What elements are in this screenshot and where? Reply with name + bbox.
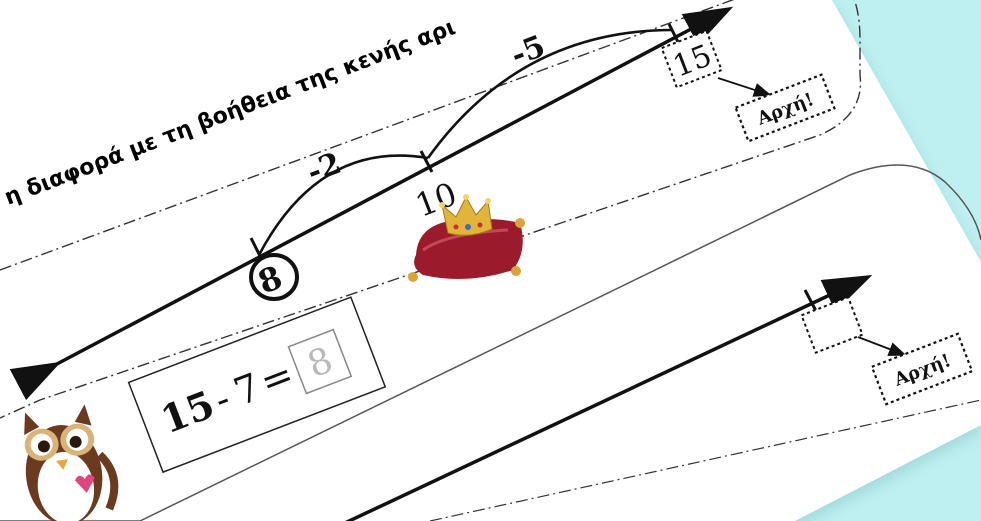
tick-8 (249, 237, 264, 261)
start-pointer-arrow-top (717, 77, 772, 97)
marker-8-circle (249, 253, 299, 301)
start-label-box-top (734, 73, 836, 143)
equation-box: 15 - 7 = 8 (127, 296, 387, 474)
start-label-box-bottom (870, 332, 974, 406)
bottom-panel-border (0, 164, 981, 521)
crown-on-pillow-icon (408, 194, 525, 282)
bottom-number-line-axis (345, 275, 873, 521)
jump-arc-small (257, 154, 429, 256)
tick-10 (419, 150, 434, 173)
start-pointer-arrow-bottom (857, 336, 907, 356)
top-number-line-axis (9, 6, 734, 401)
bottom-panel-divider (429, 399, 981, 521)
jump-arc-large (426, 28, 674, 159)
bottom-number-line: Αρχή! (345, 275, 974, 521)
equation-answer-box[interactable] (287, 328, 353, 395)
owl-icon (24, 404, 119, 521)
bottom-tick-end (803, 289, 818, 312)
bottom-end-box[interactable] (800, 296, 864, 354)
marker-15-box (660, 29, 723, 89)
